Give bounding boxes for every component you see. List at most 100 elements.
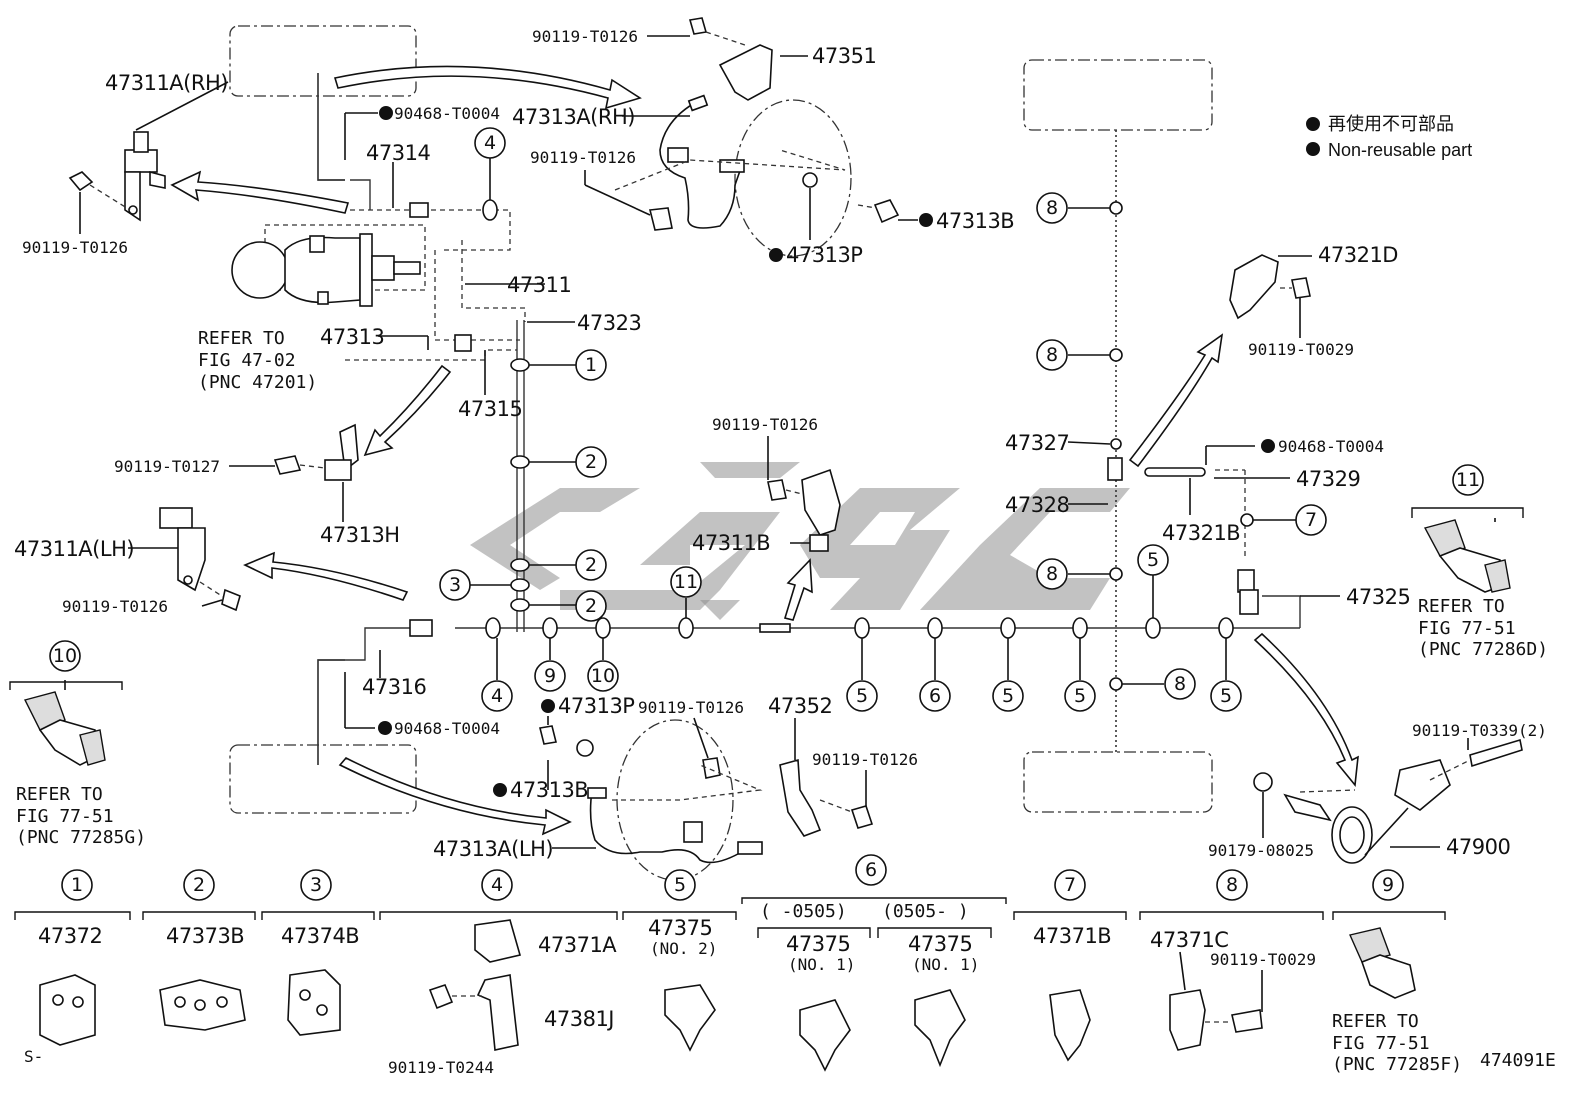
table-part-47375-c5: 47375 (648, 916, 712, 940)
table-part-47375-c6a: 47375 (786, 932, 850, 956)
clip-ref-9-drawing (1349, 927, 1391, 963)
marker-8: 8 (1174, 673, 1186, 695)
table-marker-3: 3 (310, 874, 322, 896)
table-sub-no1-b: (NO. 1) (912, 955, 979, 974)
bolt-90119-T0029-drawing (1231, 1009, 1263, 1033)
label-47329: 47329 (1296, 467, 1360, 491)
table-marker-5: 5 (674, 874, 686, 896)
clip-47371C-drawing (1169, 989, 1206, 1051)
table-part-47372: 47372 (38, 924, 102, 948)
non-reusable-dot-icon (541, 699, 555, 713)
label-47351: 47351 (812, 44, 876, 68)
label-47313H: 47313H (320, 523, 400, 547)
number-markers: 1 2 2 3 2 4 4 9 10 11 5 6 5 5 5 5 8 8 8 … (49, 127, 1484, 712)
footer-left-code: S- (24, 1047, 43, 1066)
label-47314: 47314 (366, 141, 430, 165)
table-part-47373B: 47373B (166, 924, 244, 948)
table-range-b: (0505- ) (882, 901, 969, 922)
label-90119-low-1: 90119-T0126 (638, 698, 744, 717)
marker-3: 3 (449, 574, 461, 596)
table-marker-1: 1 (71, 874, 83, 896)
table-marker-4: 4 (491, 874, 503, 896)
flex-hose-lh (539, 719, 874, 881)
marker-8: 8 (1046, 563, 1058, 585)
master-cylinder (231, 224, 426, 307)
refer-b-line3: (PNC 77285G) (16, 827, 146, 848)
non-reusable-dot-icon (1306, 117, 1320, 131)
marker-2: 2 (585, 554, 597, 576)
non-reusable-dot-icon (1306, 142, 1320, 156)
table-part-47381J: 47381J (544, 1007, 614, 1031)
clip-ref-11-right (1411, 507, 1524, 593)
clip-ref-10-left (9, 681, 123, 766)
marker-1: 1 (585, 354, 597, 376)
label-47313B-top: 47313B (936, 209, 1014, 233)
body-reference-box-bottom-left (229, 744, 417, 814)
label-90119-T0127: 90119-T0127 (114, 457, 220, 476)
label-47316: 47316 (362, 675, 426, 699)
marker-8: 8 (1046, 197, 1058, 219)
table-refer-line1: REFER TO (1332, 1011, 1419, 1032)
marker-11: 11 (674, 571, 698, 593)
label-47311: 47311 (507, 273, 571, 297)
clip-47372-drawing (39, 974, 96, 1046)
clip-47375-no1-a-drawing (799, 999, 851, 1072)
bracket-47381J-drawing (476, 974, 519, 1051)
label-47313A-rh: 47313A(RH) (512, 105, 635, 129)
pipe-clamps (482, 199, 1254, 691)
label-47321B: 47321B (1162, 521, 1240, 545)
label-90179-08025: 90179-08025 (1208, 841, 1314, 860)
label-47321D: 47321D (1318, 243, 1398, 267)
table-marker-2: 2 (193, 874, 205, 896)
body-reference-box-bottom-right (1023, 751, 1213, 813)
non-reusable-dots (378, 106, 1275, 797)
label-90468-low: 90468-T0004 (394, 719, 500, 738)
label-90468-right: 90468-T0004 (1278, 437, 1384, 456)
marker-leaders (470, 158, 1296, 685)
non-reusable-dot-icon (379, 106, 393, 120)
refer-c-line1: REFER TO (1418, 596, 1505, 617)
table-bolt-90119-T0029: 90119-T0029 (1210, 950, 1316, 969)
label-47352: 47352 (768, 694, 832, 718)
marker-7: 7 (1305, 509, 1317, 531)
marker-5: 5 (1220, 685, 1232, 707)
diagram-id: 474091E (1480, 1050, 1556, 1071)
label-90119-left-top: 90119-T0126 (22, 238, 128, 257)
clip-47375-no2-drawing (664, 984, 716, 1052)
bottom-clip-table: 1 2 3 4 5 6 7 8 9 (14, 854, 1446, 1072)
label-47311A-rh: 47311A(RH) (105, 71, 228, 95)
marker-11: 11 (1456, 469, 1480, 491)
clip-47375-no1-b-drawing (914, 989, 966, 1068)
table-sub-no2: (NO. 2) (650, 939, 717, 958)
part-47900 (1253, 738, 1523, 864)
label-47313P-top: 47313P (786, 243, 862, 267)
marker-5: 5 (1002, 685, 1014, 707)
label-90119-center-2: 90119-T0126 (530, 148, 636, 167)
refer-a-line2: FIG 47-02 (198, 350, 296, 371)
label-47327: 47327 (1005, 431, 1069, 455)
refer-b-line2: FIG 77-51 (16, 806, 114, 827)
marker-6: 6 (929, 685, 941, 707)
legend-line-jp: 再使用不可部品 (1328, 114, 1454, 134)
refer-c-line2: FIG 77-51 (1418, 618, 1516, 639)
non-reusable-dot-icon (769, 248, 783, 262)
marker-10: 10 (591, 665, 615, 687)
marker-5: 5 (856, 685, 868, 707)
table-bolt-90119-T0244: 90119-T0244 (388, 1058, 494, 1077)
table-part-47374B: 47374B (281, 924, 359, 948)
table-refer-line2: FIG 77-51 (1332, 1033, 1430, 1054)
label-90119-clip: 90119-T0126 (712, 415, 818, 434)
table-part-47371B: 47371B (1033, 924, 1111, 948)
part-47311A-lh (159, 507, 241, 612)
table-part-47371A: 47371A (538, 933, 617, 957)
table-marker-8: 8 (1226, 874, 1238, 896)
table-sub-no1-a: (NO. 1) (788, 955, 855, 974)
part-47321D (1229, 254, 1311, 320)
label-47311B: 47311B (692, 531, 770, 555)
table-refer-line3: (PNC 77285F) (1332, 1054, 1462, 1075)
non-reusable-dot-icon (1261, 439, 1275, 453)
marker-4: 4 (484, 132, 496, 154)
label-47311A-lh: 47311A(LH) (14, 537, 134, 561)
label-47313P-low: 47313P (558, 694, 634, 718)
label-47323: 47323 (577, 311, 641, 335)
